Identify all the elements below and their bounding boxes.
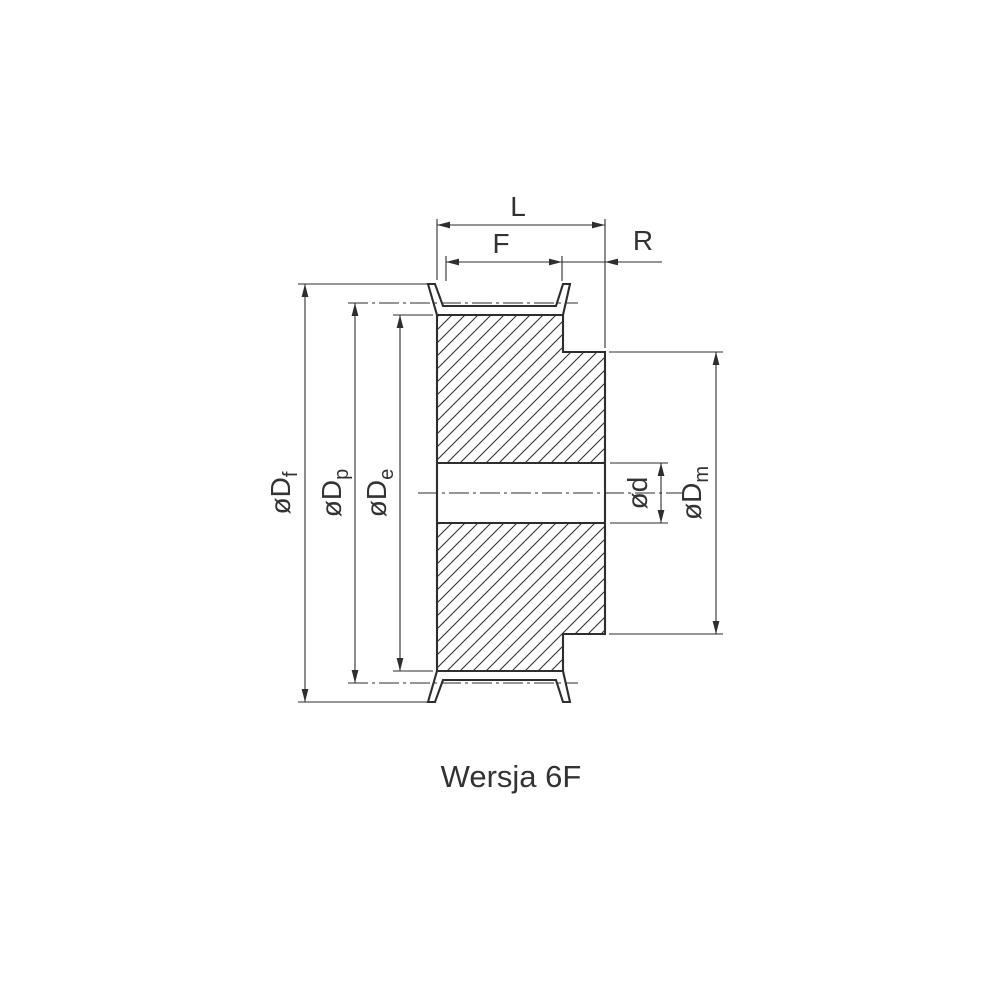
pulley-body-outline (435, 313, 607, 673)
dim-label-Dp: øDp (316, 469, 353, 517)
dim-label-De: øDe (361, 469, 398, 517)
version-caption: Wersja 6F (441, 759, 582, 794)
dim-label-d: ød (622, 477, 653, 510)
dimension-lines (301, 221, 720, 702)
bottom-flange (426, 670, 572, 704)
dimension-label-group: L F R øDf øDp øDe ød øDm (265, 191, 713, 520)
hatch-lower-region (437, 523, 605, 671)
dim-label-Df: øDf (265, 471, 302, 514)
dim-label-Dm: øDm (676, 466, 713, 520)
dim-label-F: F (492, 228, 509, 259)
dim-label-R: R (633, 225, 653, 256)
top-flange (426, 282, 572, 316)
hatch-upper-region (437, 315, 605, 463)
centerlines (348, 302, 682, 684)
dim-label-L: L (510, 191, 526, 222)
